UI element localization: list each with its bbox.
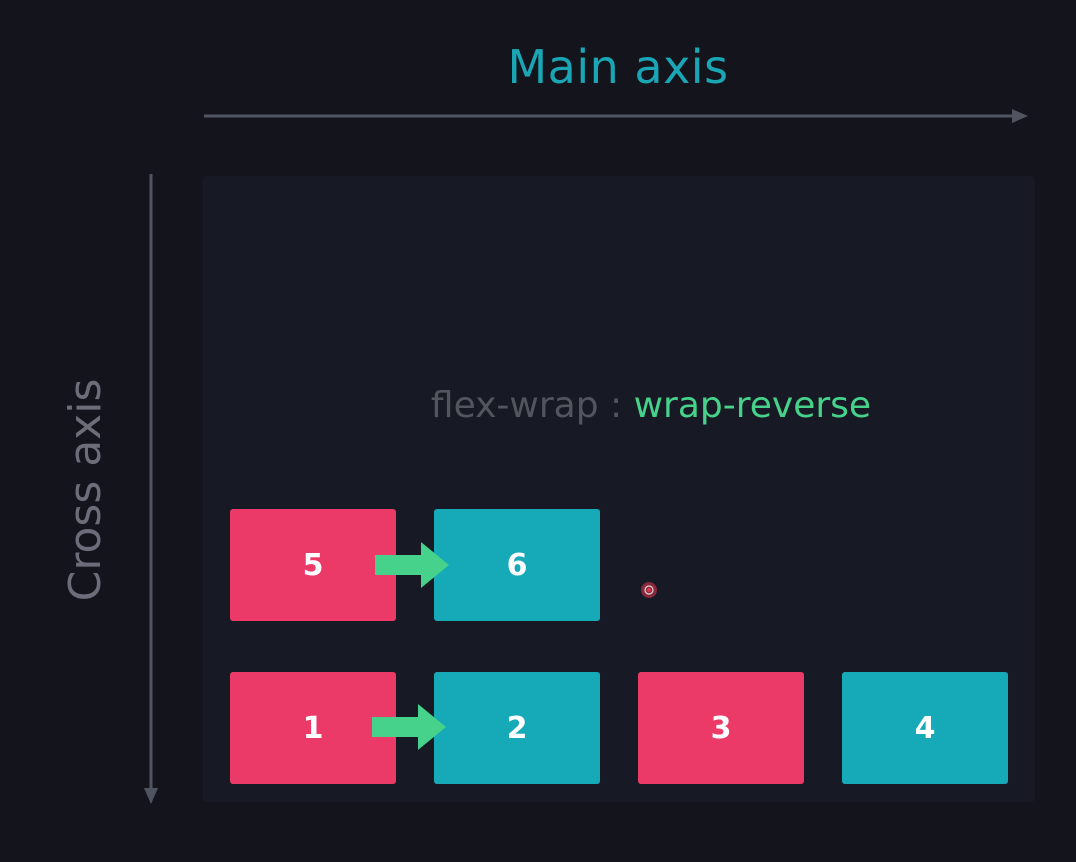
right-arrow-icon bbox=[375, 542, 449, 588]
property-value: wrap-reverse bbox=[633, 385, 872, 426]
cross-axis-arrow-icon bbox=[144, 174, 158, 804]
flex-item-6: 6 bbox=[434, 509, 600, 621]
flex-item-label: 1 bbox=[302, 710, 324, 746]
flex-item-5: 5 bbox=[230, 509, 396, 621]
flex-item-label: 4 bbox=[914, 710, 936, 746]
cursor-dot-icon bbox=[641, 582, 657, 598]
property-name: flex-wrap bbox=[430, 385, 599, 426]
property-line: flex-wrap : wrap-reverse bbox=[415, 382, 887, 430]
flex-item-1: 1 bbox=[230, 672, 396, 784]
right-arrow-icon bbox=[372, 704, 446, 750]
property-separator: : bbox=[610, 385, 623, 426]
flex-item-2: 2 bbox=[434, 672, 600, 784]
main-axis-arrow-icon bbox=[204, 109, 1028, 123]
flex-item-label: 2 bbox=[506, 710, 528, 746]
flex-container: flex-wrap : wrap-reverse 5 6 1 2 3 4 bbox=[203, 176, 1035, 802]
flex-item-3: 3 bbox=[638, 672, 804, 784]
flex-item-label: 3 bbox=[710, 710, 732, 746]
flex-item-label: 6 bbox=[506, 547, 528, 583]
main-axis-label: Main axis bbox=[507, 40, 729, 94]
cross-axis-label: Cross axis bbox=[60, 378, 111, 602]
flex-item-label: 5 bbox=[302, 547, 324, 583]
flex-item-4: 4 bbox=[842, 672, 1008, 784]
